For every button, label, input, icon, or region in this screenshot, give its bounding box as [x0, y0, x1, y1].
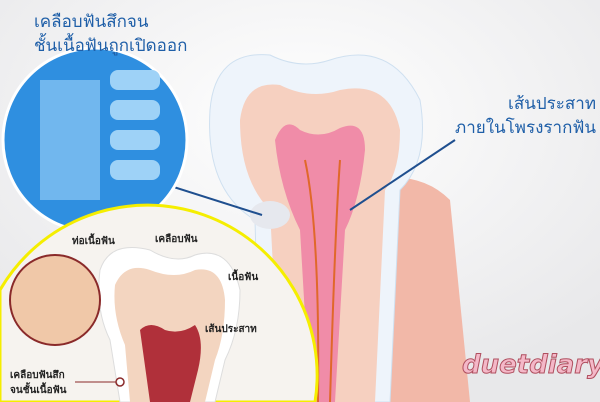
- label-line: จนชั้นเนื้อฟัน: [10, 385, 67, 396]
- label-line: ชั้นเนื้อฟันถูกเปิดออก: [34, 36, 188, 56]
- nerve: [304, 159, 341, 402]
- logo: duetdiary: [461, 350, 600, 381]
- inset-label-tubules: ท่อเนื้อฟัน: [72, 236, 115, 247]
- label-line: เส้นประสาท: [508, 94, 597, 114]
- inset-label-nerve: เส้นประสาท: [205, 324, 257, 335]
- label-line: เคลือบฟันสึก: [10, 370, 65, 381]
- pulp: [275, 124, 365, 402]
- inset-label-dentin: เนื้อฟัน: [228, 272, 259, 283]
- label-nerve: เส้นประสาท ภายในโพรงรากฟัน: [455, 92, 596, 140]
- label-worn-enamel: เคลือบฟันสึกจน ชั้นเนื้อฟันถูกเปิดออก: [34, 10, 187, 58]
- inset-label-worn: เคลือบฟันสึก จนชั้นเนื้อฟัน: [10, 368, 67, 398]
- inset-label-enamel: เคลือบฟัน: [155, 234, 198, 245]
- label-line: เคลือบฟันสึกจน: [34, 12, 149, 32]
- label-line: ภายในโพรงรากฟัน: [455, 118, 597, 138]
- exposed-dentin: [250, 201, 290, 229]
- tubule-inset-circle: [9, 254, 101, 346]
